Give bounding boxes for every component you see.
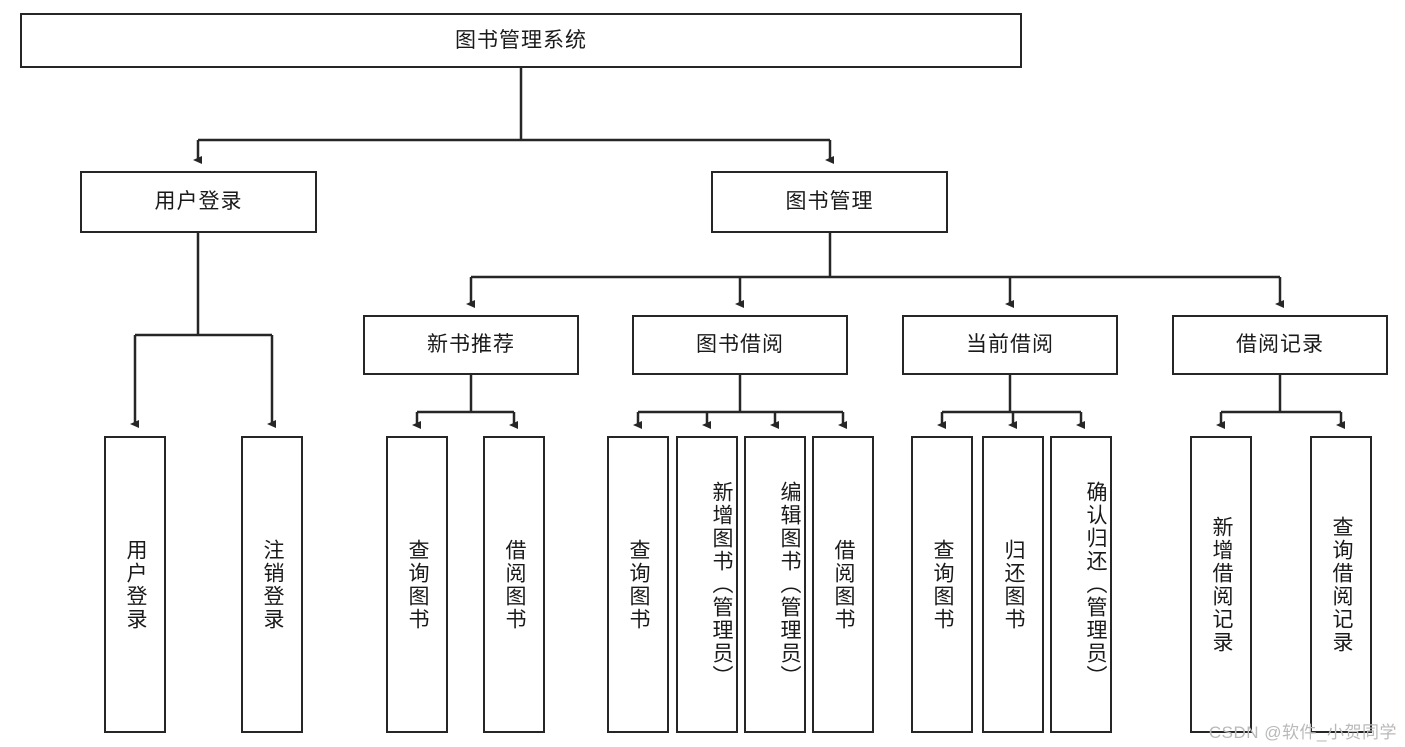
node-book-borrow[interactable]: 图书借阅 — [632, 315, 848, 375]
leaf-add-borrow-record[interactable]: 新增借阅记录 — [1190, 436, 1252, 733]
node-borrow-record-label: 借阅记录 — [1236, 333, 1324, 357]
node-user-login[interactable]: 用户登录 — [80, 171, 317, 233]
node-current-borrow[interactable]: 当前借阅 — [902, 315, 1118, 375]
node-book-management[interactable]: 图书管理 — [711, 171, 948, 233]
leaf-edit-book-admin[interactable]: 编辑图书（管理员） — [744, 436, 806, 733]
leaf-query-book-current[interactable]: 查询图书 — [911, 436, 973, 733]
leaf-logout[interactable]: 注销登录 — [241, 436, 303, 733]
leaf-user-login[interactable]: 用户登录 — [104, 436, 166, 733]
leaf-borrow-book[interactable]: 借阅图书 — [812, 436, 874, 733]
node-book-management-label: 图书管理 — [785, 190, 874, 214]
leaf-add-book-admin[interactable]: 新增图书（管理员） — [676, 436, 738, 733]
node-new-book-recommend-label: 新书推荐 — [427, 333, 515, 357]
node-current-borrow-label: 当前借阅 — [966, 333, 1054, 357]
root-node[interactable]: 图书管理系统 — [20, 13, 1022, 68]
leaf-borrow-book-recommend[interactable]: 借阅图书 — [483, 436, 545, 733]
node-user-login-label: 用户登录 — [154, 190, 243, 214]
leaf-query-book-recommend[interactable]: 查询图书 — [386, 436, 448, 733]
leaf-query-book-borrow[interactable]: 查询图书 — [607, 436, 669, 733]
node-borrow-record[interactable]: 借阅记录 — [1172, 315, 1388, 375]
node-book-borrow-label: 图书借阅 — [696, 333, 784, 357]
leaf-query-borrow-record[interactable]: 查询借阅记录 — [1310, 436, 1372, 733]
watermark: CSDN @软件_小贺同学 — [1208, 723, 1397, 742]
root-node-label: 图书管理系统 — [455, 28, 587, 52]
leaf-confirm-return-admin[interactable]: 确认归还（管理员） — [1050, 436, 1112, 733]
leaf-return-book[interactable]: 归还图书 — [982, 436, 1044, 733]
node-new-book-recommend[interactable]: 新书推荐 — [363, 315, 579, 375]
